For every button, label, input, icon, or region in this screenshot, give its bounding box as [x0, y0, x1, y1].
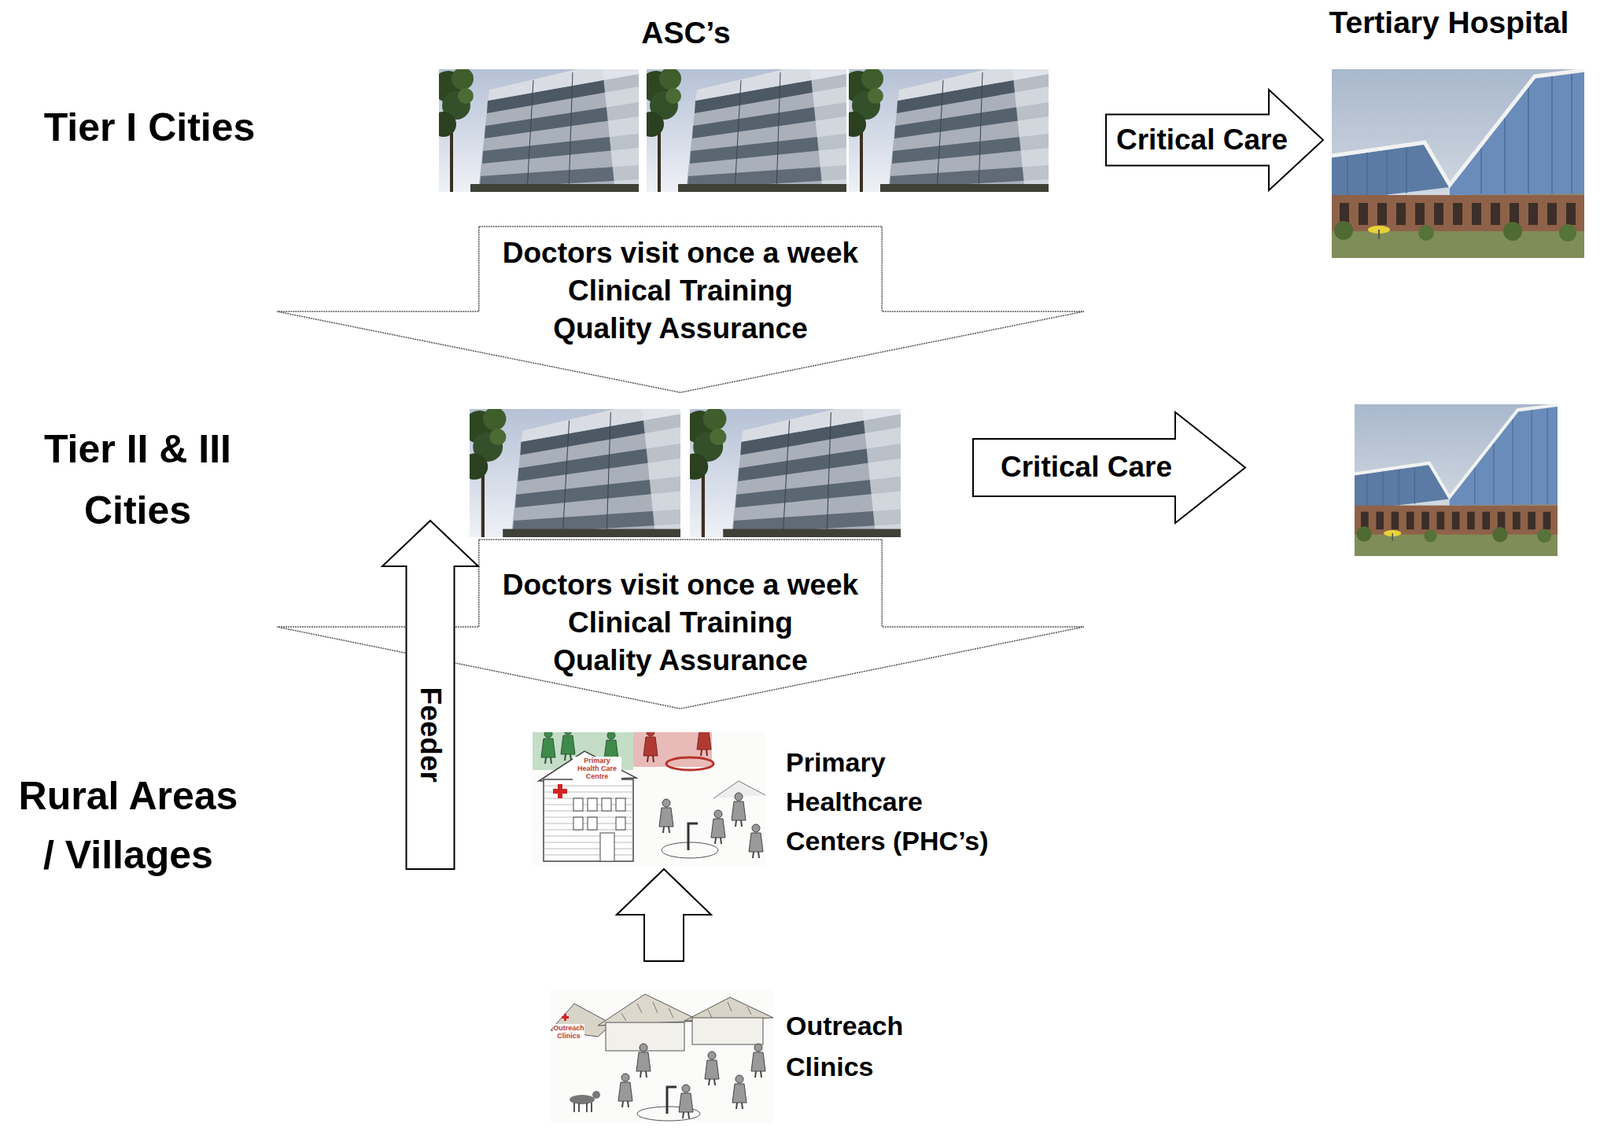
node-text: Critical Care [1116, 123, 1288, 158]
facility-node: Outreach Clinics [550, 989, 983, 1124]
phc-sketch [532, 722, 766, 866]
node-text: Clinical Training [567, 604, 793, 642]
critical-care-arrow: Critical Care [972, 411, 1247, 524]
block-arrow-shape [276, 226, 1084, 393]
outreach-sketch [550, 989, 774, 1124]
block-arrow-shape [973, 412, 1246, 524]
column-heading: Tertiary Hospital [1323, 4, 1575, 41]
tier-label: Tier II & III Cities [11, 418, 264, 542]
block-arrow-shape [1105, 89, 1324, 191]
feeder-arrow: Feeder [382, 519, 479, 871]
node-text: Doctors visit once a week [502, 234, 859, 273]
sign-text: Outreach Clinics [552, 1024, 585, 1040]
hospital-photo [1331, 69, 1585, 259]
asc-building-photo [840, 67, 1049, 192]
asc-building-photo [431, 67, 639, 192]
node-text: Primary Healthcare Centers (PHC’s) [785, 742, 1007, 861]
block-arrow-shape [276, 539, 1084, 709]
node-text: Quality Assurance [552, 641, 808, 680]
node-text: Feeder [413, 686, 448, 782]
tier-label: Tier I Cities [23, 103, 276, 152]
critical-care-arrow: Critical Care [1105, 88, 1324, 192]
node-text: Critical Care [1000, 450, 1173, 485]
block-arrow-shape [382, 520, 479, 870]
node-text: Clinical Training [567, 272, 793, 310]
sign-text: Primary Health Care Centre [572, 756, 622, 781]
support-down-arrow: Doctors visit once a weekClinical Traini… [276, 226, 1084, 393]
facility-node: Primary Healthcare Centers (PHC’s) [532, 732, 1007, 866]
hospital-photo [1354, 404, 1558, 557]
asc-building-photo [681, 407, 901, 538]
asc-building-photo [460, 407, 681, 538]
block-arrow-connector [616, 869, 712, 962]
column-heading: ASC’s [607, 14, 765, 52]
node-text: Outreach Clinics [785, 1005, 983, 1088]
tier-label: Rural Areas / Villages [10, 766, 247, 885]
node-text: Quality Assurance [552, 309, 808, 348]
node-text: Doctors visit once a week [502, 566, 859, 605]
asc-building-photo [638, 67, 847, 192]
